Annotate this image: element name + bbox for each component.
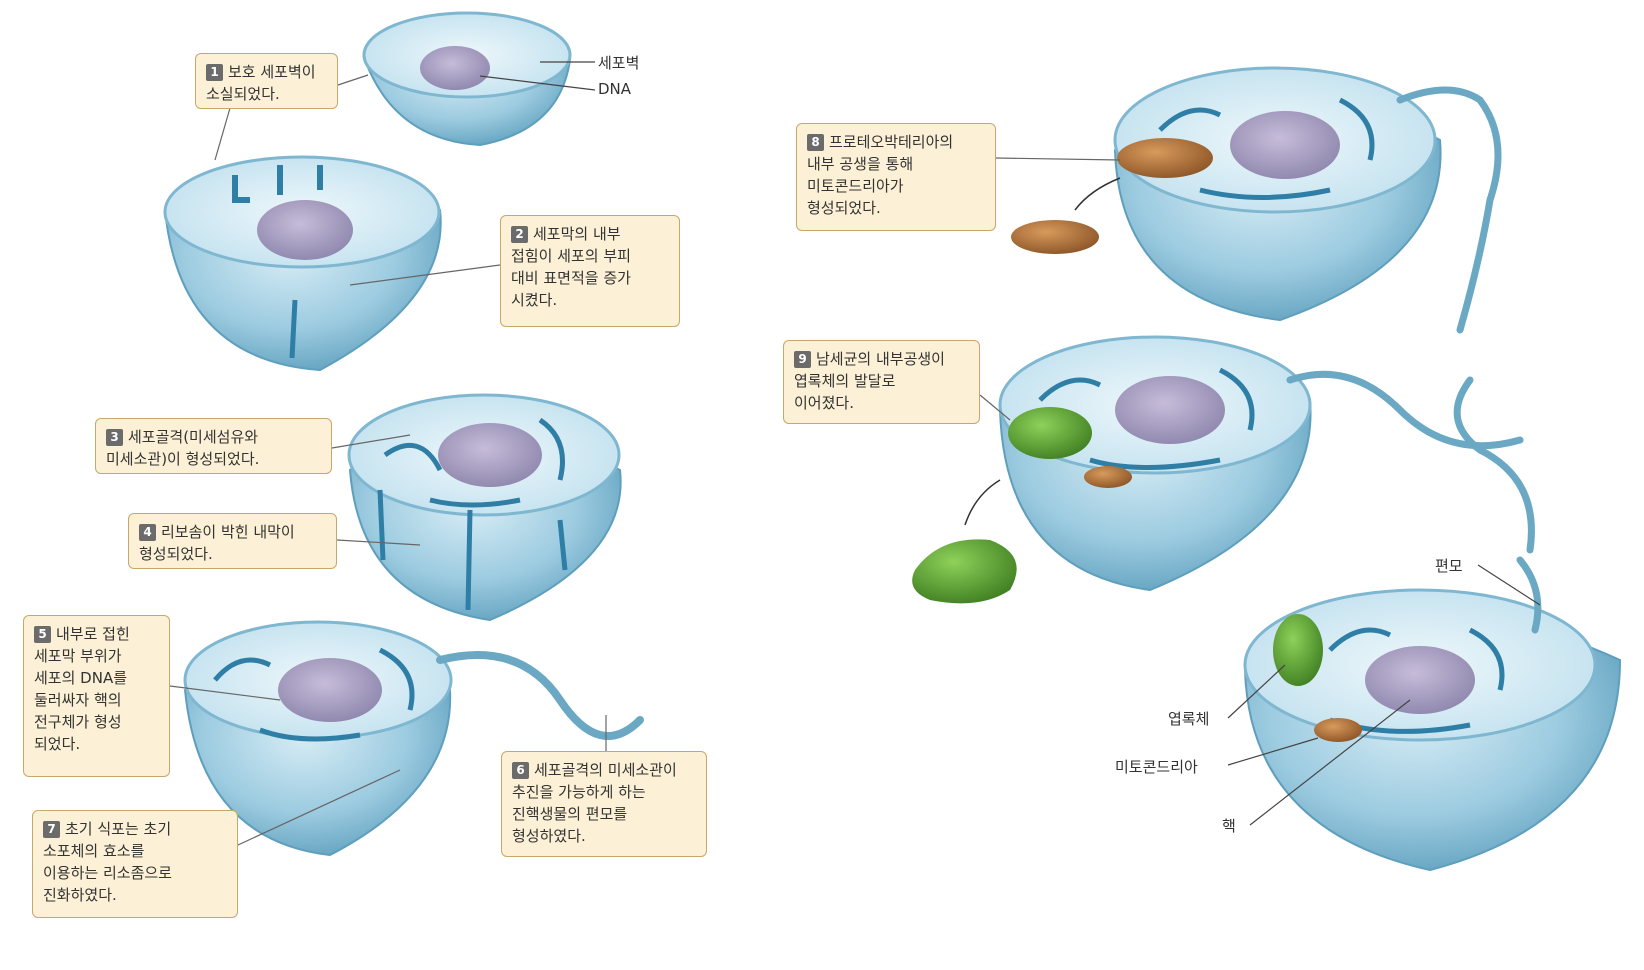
mitochondrion-cell (1011, 68, 1498, 330)
infolding-cell (165, 157, 441, 370)
chloroplast-label: 엽록체 (1168, 708, 1209, 729)
step-3-text: 세포골격(미세섬유와 미세소관)이 형성되었다. (106, 428, 259, 468)
step-2-number: 2 (511, 226, 528, 243)
cytoskeleton-cell (349, 395, 621, 620)
dna-label: DNA (598, 80, 631, 98)
step-4-text: 리보솜이 박힌 내막이 형성되었다. (139, 523, 295, 563)
step-7-number: 7 (43, 821, 60, 838)
step-9-number: 9 (794, 351, 811, 368)
flagellum-label: 편모 (1435, 555, 1463, 576)
step-3-number: 3 (106, 429, 123, 446)
step-8-number: 8 (807, 134, 824, 151)
step-2-text: 세포막의 내부 접힘이 세포의 부피 대비 표면적을 증가 시켰다. (511, 225, 631, 309)
step-6-text: 세포골격의 미세소관이 추진을 가능하게 하는 진핵생물의 편모를 형성하였다. (512, 761, 677, 845)
walled-cell (364, 13, 595, 145)
step-5-text: 내부로 접힌 세포막 부위가 세포의 DNA를 둘러싸자 핵의 전구체가 형성 … (34, 625, 130, 753)
step-8-text: 프로테오박테리아의 내부 공생을 통해 미토콘드리아가 형성되었다. (807, 133, 953, 217)
eukaryotic-cell (1228, 560, 1620, 870)
step-7-text: 초기 식포는 초기 소포체의 효소를 이용하는 리소좀으로 진화하였다. (43, 820, 172, 904)
step-4-number: 4 (139, 524, 156, 541)
nucleus-label: 핵 (1222, 815, 1236, 836)
step-9-text: 남세균의 내부공생이 엽록체의 발달로 이어졌다. (794, 350, 945, 412)
step-6-number: 6 (512, 762, 529, 779)
cell-wall-label: 세포벽 (598, 52, 639, 73)
mitochondria-label: 미토콘드리아 (1115, 756, 1198, 777)
step-5-number: 5 (34, 626, 51, 643)
step-1-number: 1 (206, 64, 223, 81)
